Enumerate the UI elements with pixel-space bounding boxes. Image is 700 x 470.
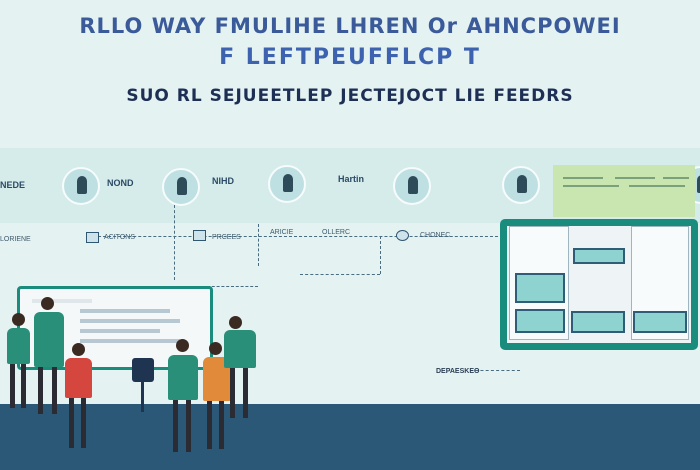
connector-line [380, 236, 381, 274]
timeline-node-1 [62, 167, 100, 205]
timeline-label-2: ACITONS [104, 234, 135, 241]
document-icon [86, 232, 99, 243]
person-icon [177, 177, 187, 195]
timeline-label-4: ARICIE [270, 229, 294, 236]
timeline-tag-3: NIHD [212, 176, 234, 186]
person-icon [77, 176, 87, 194]
connector-line [258, 224, 259, 266]
timeline-tag-1: NEDE [0, 180, 26, 190]
connector-line [207, 286, 258, 287]
timeline-tag-2: NOND [107, 178, 134, 188]
person-icon [517, 175, 527, 193]
gear-icon [396, 230, 409, 241]
timeline-node-4 [393, 167, 431, 205]
connector-line [88, 236, 498, 237]
person-icon [283, 174, 293, 192]
page-subtitle: SUO RL SEJUEETLEP JECTEJOCT LIE FEEDRS [126, 86, 574, 106]
project-board [500, 219, 698, 350]
page-title-line-2: F LEFTPEUFFLCP T [219, 45, 481, 70]
connector-line [300, 274, 380, 275]
person-icon [697, 175, 700, 193]
connector-line [470, 370, 520, 371]
page-title-line-1: RLLO WAY FMULIHE LHREN Or AHNCPOWEI [79, 14, 621, 38]
connector-line [174, 205, 175, 280]
timeline-label-5: OLLERC [322, 229, 351, 236]
person-icon [408, 176, 418, 194]
timeline-node-3 [268, 165, 306, 203]
timeline-tag-4: Hartin [338, 174, 365, 184]
notes-panel [553, 165, 695, 217]
document-icon [193, 230, 206, 241]
timeline-label-1: LORIENE [0, 236, 31, 243]
timeline-label-3: PRCEES [212, 234, 241, 241]
floor [0, 404, 700, 470]
timeline-node-2 [162, 168, 200, 206]
board-caption: DEPAESKEO [436, 368, 480, 375]
timeline-node-5 [502, 166, 540, 204]
timeline-label-6: CHONEC [420, 232, 451, 239]
